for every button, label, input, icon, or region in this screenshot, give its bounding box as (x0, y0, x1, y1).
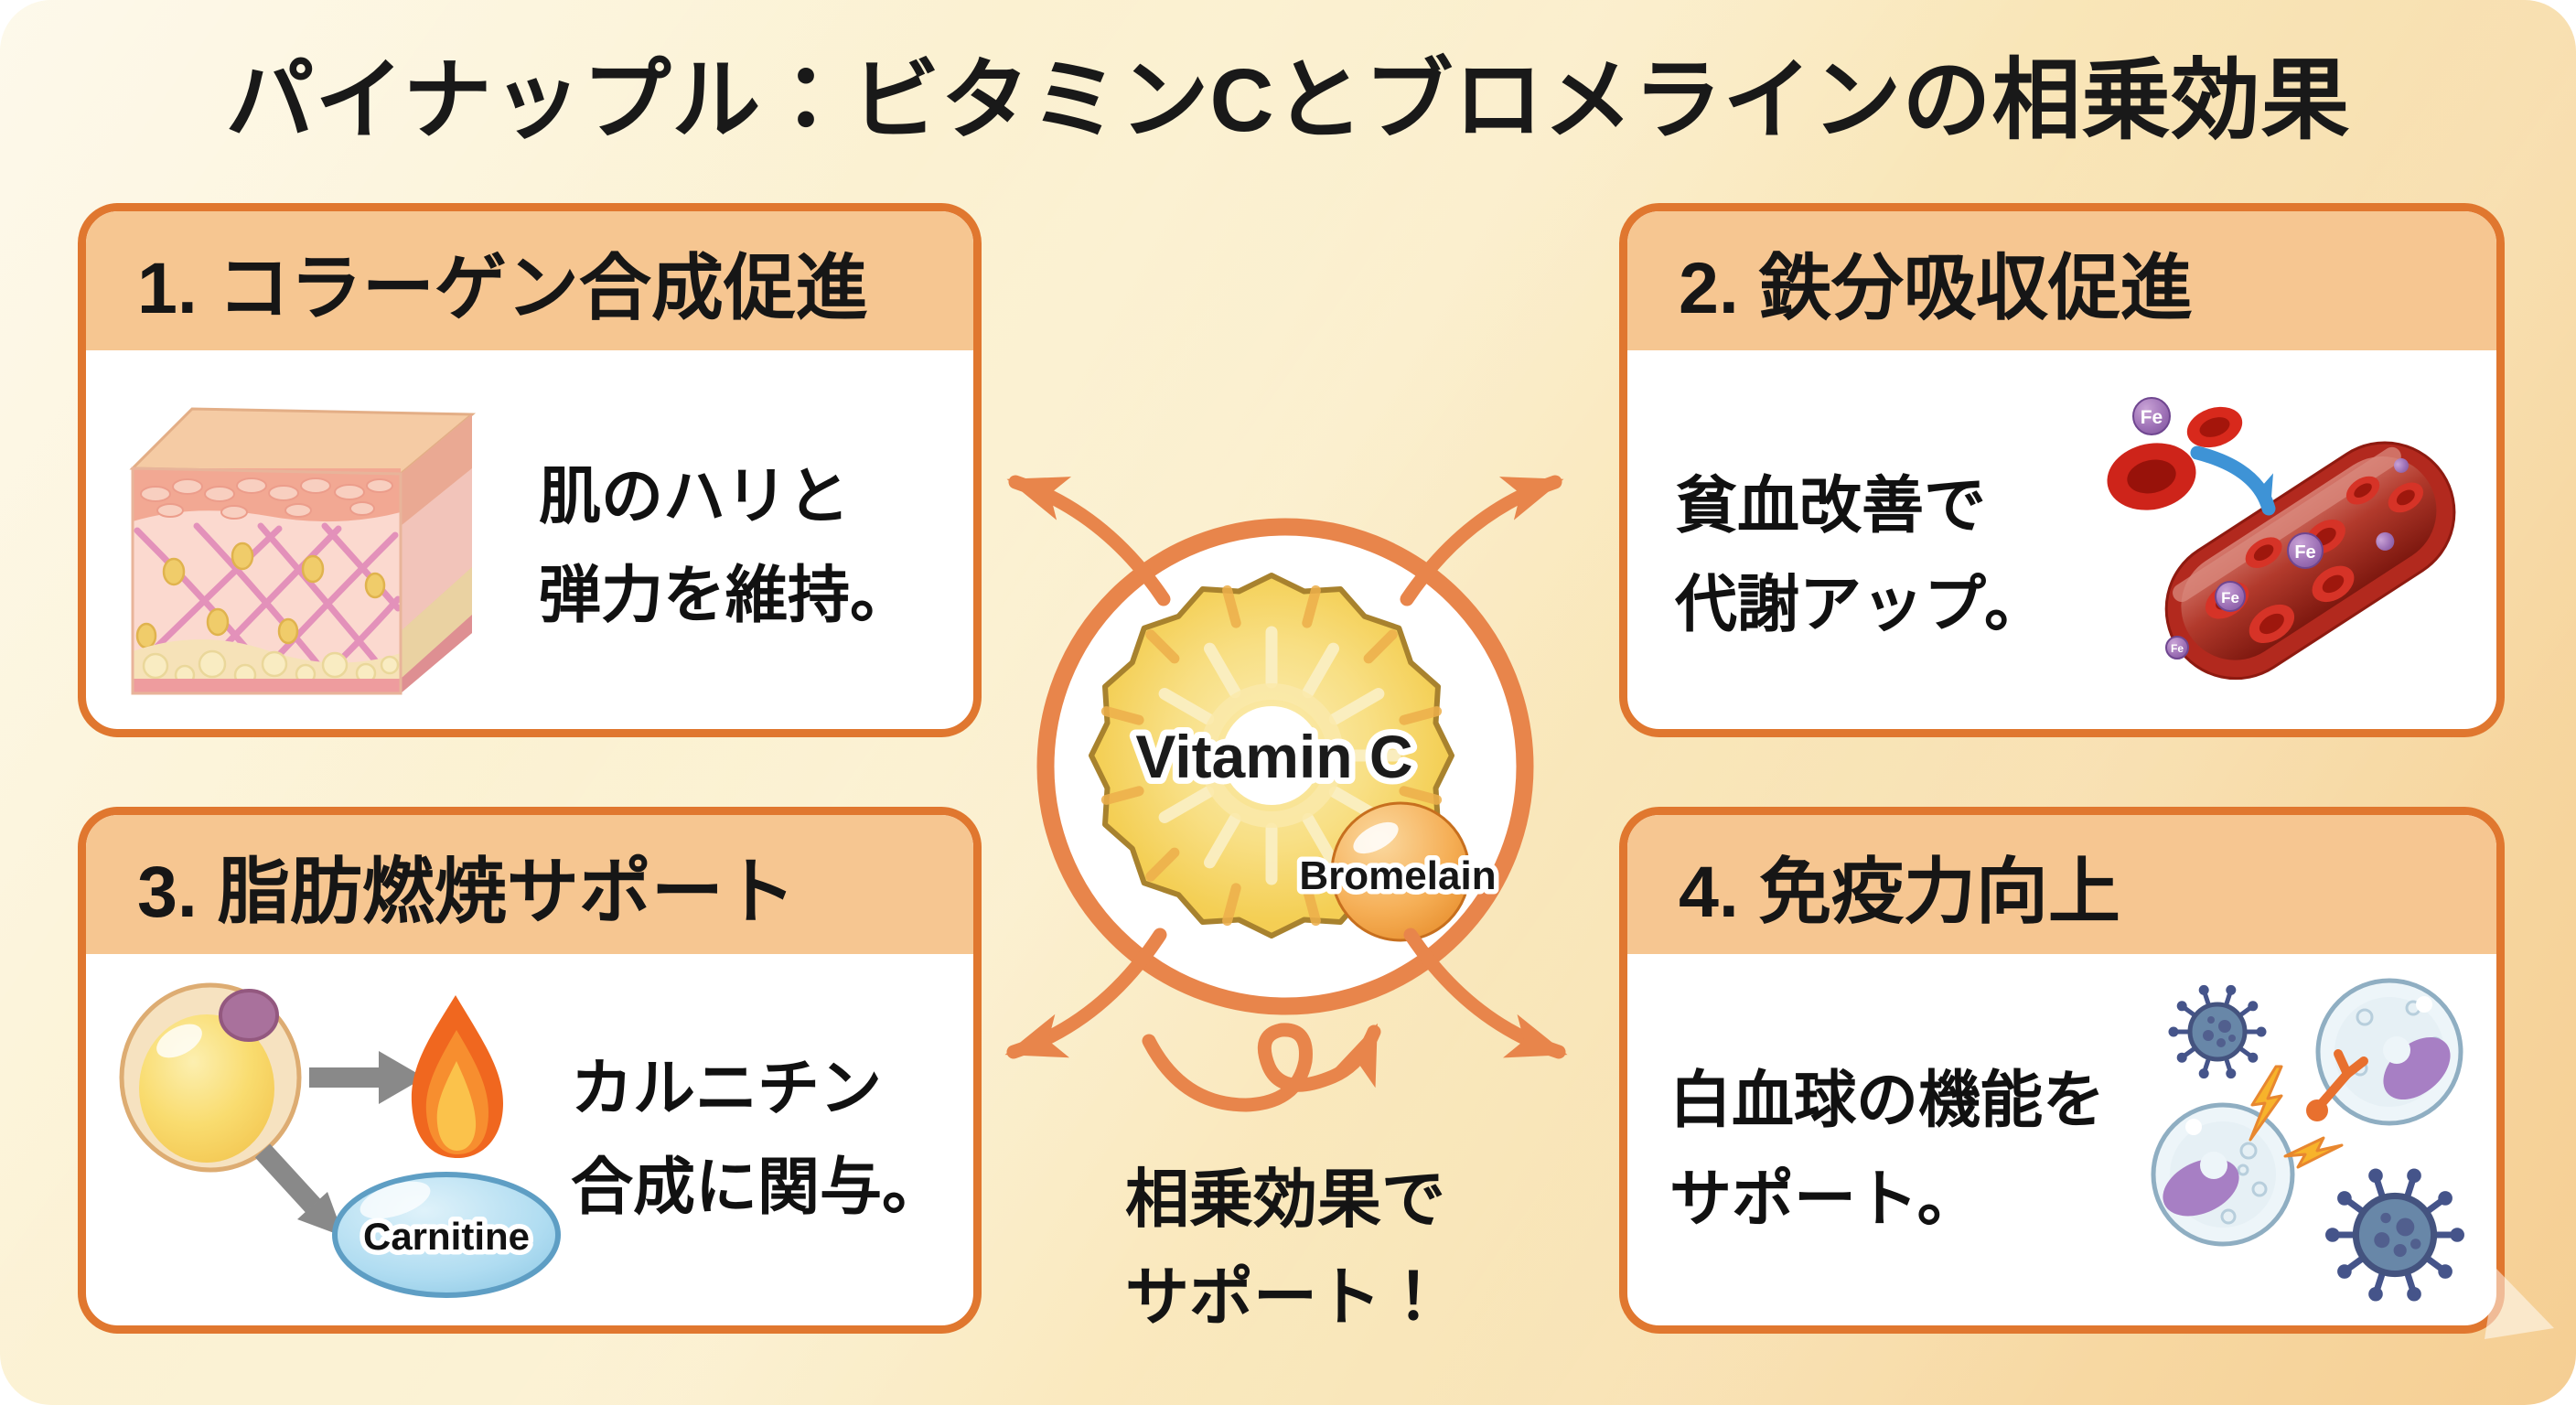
box4-body: 白血球の機能を サポート。 (1669, 1051, 2105, 1249)
box2-body-line1: 貧血改善で (1675, 471, 1987, 541)
box2-body-line2: 代謝アップ。 (1675, 570, 2046, 639)
fat-cell (119, 982, 302, 1173)
arrow-to-flame (309, 1051, 424, 1104)
lightning-bolts (2249, 1065, 2344, 1169)
cell-nucleus (219, 989, 279, 1042)
synergy-curl-arrow (1142, 1023, 1381, 1112)
pineapple-inner-streaks (1142, 626, 1401, 885)
box1-heading: 1. コラーゲン合成促進 (86, 211, 973, 350)
box4-body-line2: サポート。 (1669, 1164, 1980, 1234)
blood-vessel: Fe Fe Fe Fe (2107, 397, 2456, 681)
box2-body: 貧血改善で 代謝アップ。 (1675, 456, 2046, 654)
synergy-caption-line1: 相乗効果で (1125, 1164, 1445, 1235)
bromelain-ball-icon (1330, 801, 1471, 942)
skin-cube (129, 407, 477, 695)
fe-label: Fe (2141, 407, 2163, 428)
synergy-caption: 相乗効果で サポート！ (1125, 1151, 1445, 1346)
iron-particles: Fe Fe Fe Fe (2132, 397, 2324, 660)
white-blood-cell-right (2315, 978, 2463, 1126)
arrow-to-box4 (1403, 928, 1568, 1059)
watermark-cursor (2485, 1268, 2554, 1339)
box1-body-line1: 肌のハリと (539, 462, 851, 531)
box3-body: カルニチン 合成に関与。 (571, 1039, 944, 1237)
fat-burning-icon: Carnitine (119, 982, 561, 1298)
synergy-caption-line2: サポート！ (1125, 1261, 1445, 1333)
flame-icon (411, 995, 503, 1158)
fe-label: Fe (2171, 642, 2184, 655)
blood-vessel-iron-icon: Fe Fe Fe Fe (2107, 397, 2456, 681)
box4-heading: 4. 免疫力向上 (1627, 815, 2496, 954)
pineapple-slice-icon (1089, 573, 1454, 938)
skin-cross-section-icon (129, 407, 477, 695)
box1-body-line2: 弾力を維持。 (539, 561, 913, 630)
arrow-to-box3 (1004, 928, 1167, 1059)
box3-body-line2: 合成に関与。 (571, 1153, 945, 1222)
arrow-to-box2 (1400, 475, 1564, 606)
dermis-beads (135, 542, 386, 649)
fat-bubbles (142, 649, 400, 687)
benefit-box-collagen: 1. コラーゲン合成促進 肌のハリと 弾力を維持。 (78, 203, 982, 737)
carnitine-bubble: Carnitine (332, 1172, 561, 1298)
antibody-icon (2306, 1049, 2368, 1121)
arrow-to-carnitine (254, 1143, 344, 1237)
fe-label: Fe (2294, 542, 2315, 563)
absorption-arrow (2190, 445, 2276, 516)
arrow-to-box1 (1006, 475, 1171, 606)
immune-cells-icon (2151, 978, 2516, 1337)
box3-heading: 3. 脂肪燃焼サポート (86, 815, 973, 954)
box3-body-line1: カルニチン (571, 1054, 883, 1123)
vitamin-c-label: Vitamin C (1135, 723, 1412, 790)
free-red-blood-cells (2107, 406, 2243, 510)
center-hub: Vitamin C Bromelain (1036, 518, 1534, 1015)
box1-body: 肌のハリと 弾力を維持。 (539, 447, 912, 645)
white-blood-cell-left (2151, 1102, 2295, 1247)
carnitine-label: Carnitine (363, 1215, 530, 1258)
page-title: パイナップル：ビタミンCとブロメラインの相乗効果 (225, 50, 2351, 150)
fe-label: Fe (2221, 589, 2239, 606)
box4-body-line1: 白血球の機能を (1669, 1066, 2106, 1135)
box2-heading: 2. 鉄分吸収促進 (1627, 211, 2496, 350)
bromelain-label: Bromelain (1299, 853, 1496, 898)
